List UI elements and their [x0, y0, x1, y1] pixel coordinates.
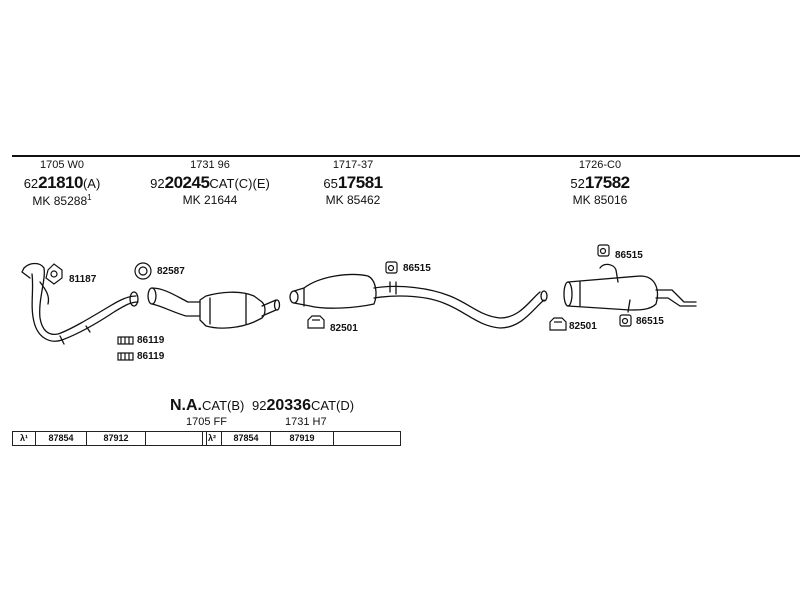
part-suffix: CAT(D)	[310, 398, 355, 413]
na-label: N.A.	[170, 397, 202, 414]
part-label: 86515	[636, 316, 664, 327]
lambda-table-2: λ² 87854 87919	[202, 431, 401, 446]
lambda-cell: λ²	[202, 432, 222, 445]
column-code: 1731 96	[190, 159, 230, 171]
part-label: 86119	[137, 351, 165, 362]
part-label: 86119	[137, 335, 165, 346]
mk-number-line: MK 85016	[515, 194, 685, 206]
part-number: 17581	[337, 173, 383, 192]
part-suffix: CAT(C)(E)	[209, 176, 270, 191]
part-label: 82501	[569, 321, 597, 332]
part-label: 81187	[69, 274, 97, 285]
column-header-1: 1705 W0 6221810(A) MK 852881	[0, 159, 147, 208]
rubber-mount-icon	[619, 314, 632, 327]
column-code: 1717-37	[332, 159, 374, 171]
bottom-part-line: N.A.CAT(B) 9220336CAT(D)	[170, 397, 354, 415]
table-cell: 87854	[222, 432, 271, 445]
mk-number-line: MK 85462	[268, 194, 438, 206]
mk-number: MK 85016	[572, 193, 628, 207]
part-prefix: 52	[570, 176, 585, 191]
clamp-icon	[307, 315, 325, 329]
part-number: 17582	[584, 173, 630, 192]
centre-silencer-drawing	[289, 273, 548, 329]
table-cell: 87854	[36, 432, 87, 445]
part-number-line: 9220245CAT(C)(E)	[125, 174, 295, 191]
part-label: 82501	[330, 323, 358, 334]
bottom-code-right: 1731 H7	[285, 416, 327, 428]
clamp-icon	[549, 317, 567, 331]
rear-silencer-drawing	[563, 263, 697, 313]
table-cell	[146, 432, 207, 445]
table-cell	[334, 432, 401, 445]
part-prefix: 92	[252, 398, 267, 413]
gasket-icon	[45, 263, 63, 285]
column-code: 1705 W0	[39, 159, 85, 171]
part-label: 86515	[403, 263, 431, 274]
part-number-line: 6517581	[268, 174, 438, 191]
mk-number-line: MK 852881	[0, 193, 147, 208]
table-cell: 87912	[87, 432, 146, 445]
column-header-2: 1731 96 9220245CAT(C)(E) MK 21644	[125, 159, 295, 207]
part-number: 20336	[266, 397, 311, 414]
footnote-mark: 1	[87, 193, 92, 202]
part-number: 20245	[164, 173, 210, 192]
column-code: 1726-C0	[578, 159, 622, 171]
part-number: 21810	[38, 173, 83, 192]
rubber-mount-icon	[597, 244, 610, 257]
top-divider	[12, 155, 800, 157]
part-prefix: 92	[150, 176, 165, 191]
column-header-3: 1717-37 6517581 MK 85462	[268, 159, 438, 207]
lambda-cell: λ¹	[13, 432, 36, 445]
part-prefix: 62	[23, 176, 39, 191]
lambda-table-1: λ¹ 87854 87912	[12, 431, 207, 446]
spring-icon	[117, 336, 134, 345]
front-pipe-drawing	[21, 262, 139, 345]
table-cell: 87919	[271, 432, 334, 445]
column-header-4: 1726-C0 5217582 MK 85016	[515, 159, 685, 207]
part-prefix: 65	[323, 176, 338, 191]
mk-number: MK 85288	[32, 194, 88, 208]
rubber-mount-icon	[385, 261, 398, 274]
mk-number-line: MK 21644	[125, 194, 295, 206]
part-label: 86515	[615, 250, 643, 261]
part-number-line: 5217582	[515, 174, 685, 191]
ring-gasket-icon	[134, 262, 152, 280]
catalytic-converter-drawing	[147, 287, 281, 329]
part-label: 82587	[157, 266, 185, 277]
na-suffix: CAT(B)	[202, 398, 245, 413]
spring-icon	[117, 352, 134, 361]
mk-number: MK 85462	[325, 193, 381, 207]
part-number-line: 6221810(A)	[0, 174, 147, 191]
mk-number: MK 21644	[182, 193, 238, 207]
part-suffix: (A)	[82, 176, 101, 191]
bottom-code-left: 1705 FF	[186, 416, 227, 428]
